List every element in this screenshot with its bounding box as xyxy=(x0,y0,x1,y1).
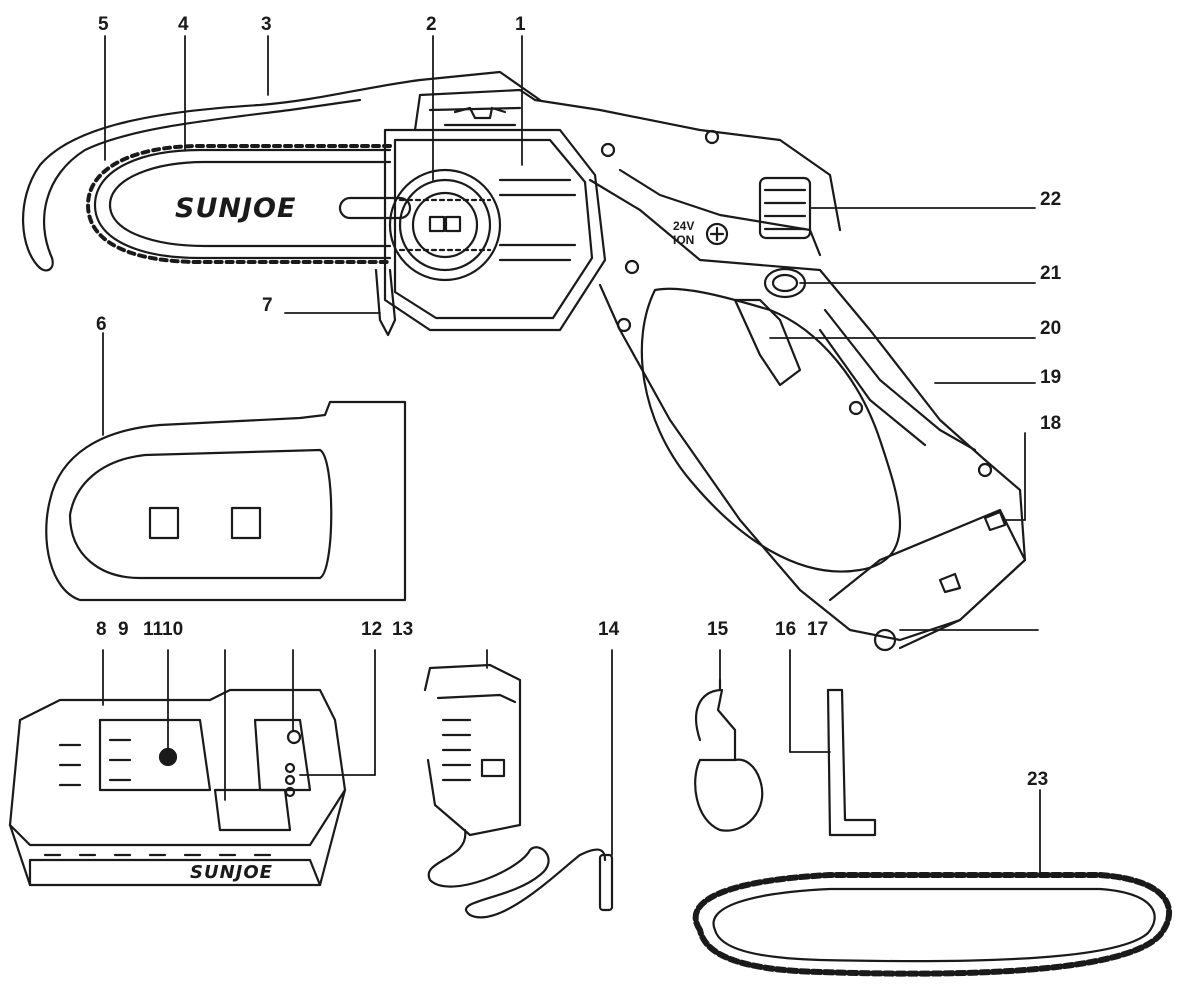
part-number-21: 21 xyxy=(1040,263,1062,284)
inserted-battery xyxy=(828,508,1027,650)
bar-brand-logo: SUNJOE xyxy=(175,193,297,224)
pruner-illustration xyxy=(21,70,1027,652)
oil-bottle-illustration xyxy=(694,678,764,832)
tension-knob[interactable] xyxy=(388,168,502,282)
part-number-17: 17 xyxy=(807,619,829,640)
part-number-7: 7 xyxy=(262,295,273,316)
part-number-15: 15 xyxy=(707,619,729,640)
part-number-4: 4 xyxy=(178,14,189,35)
vents xyxy=(758,176,812,240)
part-number-9: 9 xyxy=(118,619,129,640)
part-number-5: 5 xyxy=(98,14,109,35)
leader-lines xyxy=(102,35,1041,876)
part-number-16: 16 xyxy=(775,619,797,640)
voltage-label: 24V xyxy=(673,219,695,233)
charger-plug xyxy=(598,853,614,912)
part-number-6: 6 xyxy=(96,314,107,335)
chain-cover xyxy=(383,128,607,332)
bar-slot xyxy=(338,196,412,220)
lock-off-button[interactable] xyxy=(763,267,807,299)
part-number-19: 19 xyxy=(1040,367,1062,388)
battery-illustration xyxy=(8,688,347,887)
part-number-3: 3 xyxy=(261,14,272,35)
part-number-1110: 1110 xyxy=(143,619,184,640)
handle xyxy=(588,178,1027,642)
saw-chain xyxy=(86,144,392,264)
charger-illustration xyxy=(423,663,614,919)
spare-chain-illustration xyxy=(692,872,1172,977)
part-number-14: 14 xyxy=(598,619,620,640)
battery-brand-logo: SUNJOE xyxy=(190,862,273,883)
hex-key-illustration xyxy=(826,688,877,837)
part-number-20: 20 xyxy=(1040,318,1062,339)
part-number-18: 18 xyxy=(1040,413,1062,434)
part-number-12: 12 xyxy=(361,619,383,640)
part-number-22: 22 xyxy=(1040,189,1062,210)
voltage-badge: 24V ION xyxy=(673,220,694,246)
part-number-8: 8 xyxy=(96,619,107,640)
bar-cover-illustration xyxy=(45,400,407,602)
guide-bar xyxy=(93,148,392,260)
trigger[interactable] xyxy=(733,298,802,387)
part-number-1: 1 xyxy=(515,14,526,35)
voltage-badge-plus xyxy=(705,222,729,246)
bar-guard-hook xyxy=(21,70,542,270)
chain-catcher xyxy=(374,268,397,337)
part-number-2: 2 xyxy=(426,14,437,35)
part-number-23: 23 xyxy=(1027,769,1049,790)
charger-cable xyxy=(427,828,607,919)
chemistry-label: ION xyxy=(673,233,695,247)
part-number-13: 13 xyxy=(392,619,414,640)
